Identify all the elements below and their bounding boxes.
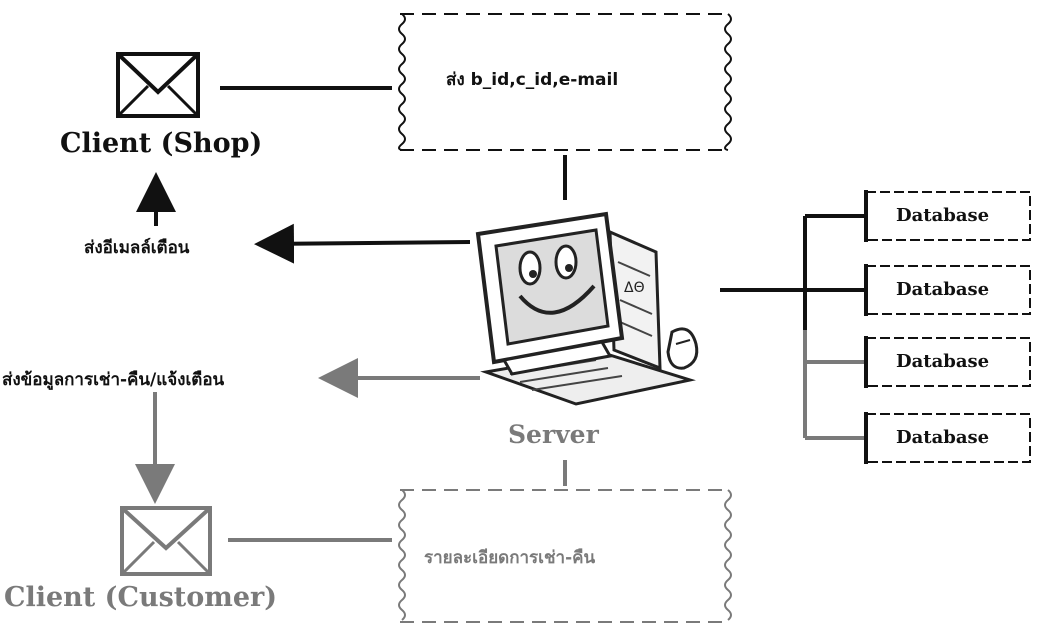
client-customer-label: Client (Customer) (4, 582, 278, 613)
send-email-alert-label: ส่งอีเมลล์เตือน (84, 238, 190, 258)
database-box-4 (864, 412, 1031, 464)
bottom-message-box (398, 489, 732, 623)
database-label-4: Database (896, 427, 990, 448)
svg-text:ΔΘ: ΔΘ (624, 280, 645, 296)
send-rental-info-label: ส่งข้อมูลการเช่า-คืน/แจ้งเตือน (2, 370, 225, 390)
database-bus (720, 214, 868, 440)
database-box-3 (864, 336, 1031, 388)
database-box-2 (864, 264, 1031, 316)
database-label-2: Database (896, 279, 990, 300)
bottom-box-text: รายละเอียดการเช่า-คืน (424, 548, 596, 568)
database-label-1: Database (896, 205, 990, 226)
server-computer-icon: ΔΘ (475, 211, 699, 406)
database-label-3: Database (896, 351, 990, 372)
server-label: Server (508, 420, 599, 449)
envelope-icon-customer (120, 506, 212, 576)
envelope-icon-shop (116, 52, 200, 118)
client-shop-label: Client (Shop) (60, 128, 263, 159)
database-box-1 (864, 190, 1031, 242)
server-to-alert-arrow (254, 223, 471, 264)
top-message-box (398, 13, 732, 151)
top-box-text: ส่ง b_id,c_id,e-mail (446, 70, 619, 90)
